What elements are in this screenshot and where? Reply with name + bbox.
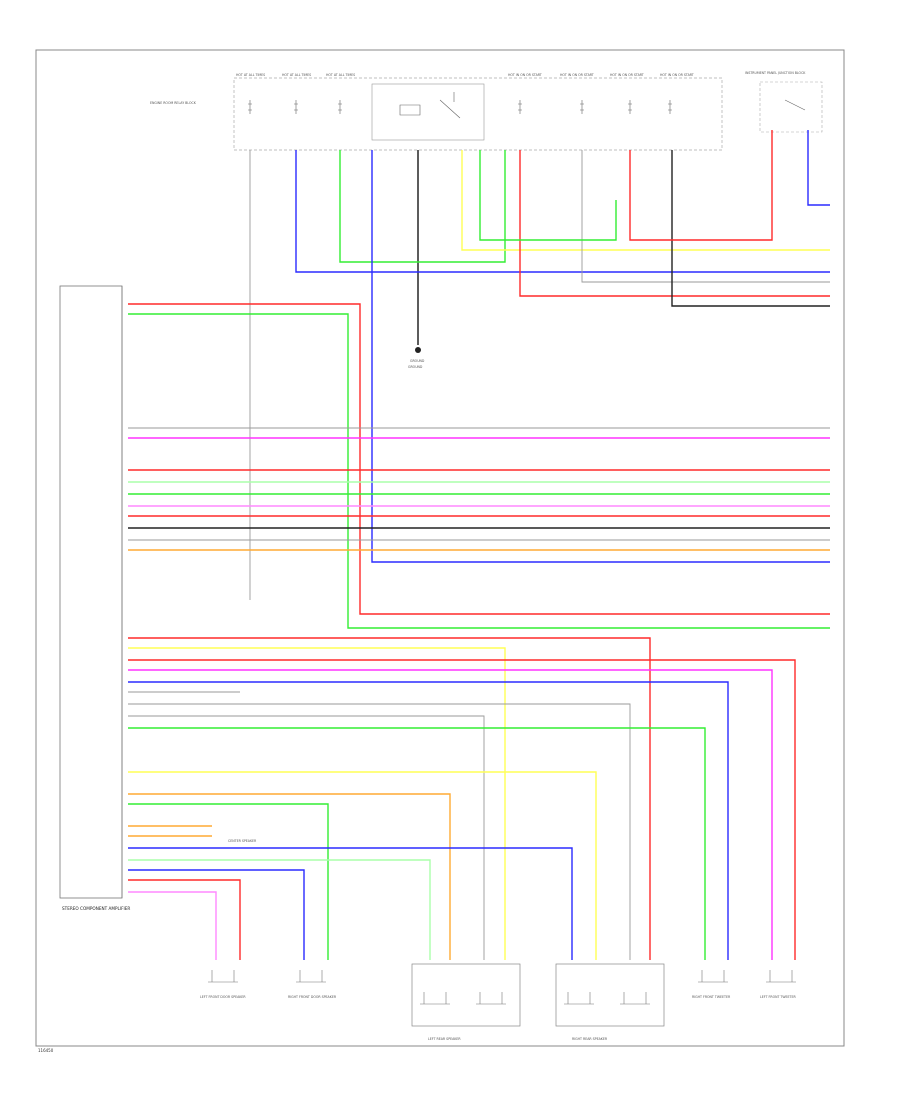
wire-red-3	[519, 150, 830, 297]
amplifier-label: STEREO COMPONENT AMPLIFIER	[62, 906, 130, 911]
relay-box	[371, 83, 485, 141]
wire-gray-4	[581, 150, 830, 283]
amplifier-box	[59, 285, 123, 899]
speaker-symbol-rr-b	[620, 992, 650, 1005]
wire-gray-30	[128, 715, 485, 960]
wire-green-31	[128, 727, 706, 960]
wire-magenta-26	[128, 669, 773, 960]
right-rear-speaker-box	[555, 963, 665, 1027]
junction-label: INSTRUMENT PANEL JUNCTION BLOCK	[745, 71, 806, 75]
wire-orange-33	[128, 793, 451, 960]
wire-red-40	[128, 879, 241, 960]
fuse-symbol-6	[628, 100, 632, 114]
footer-code: 116450	[38, 1048, 54, 1053]
wire-red-6	[629, 130, 773, 241]
wire-green-1	[339, 150, 506, 263]
fuse-symbol-3	[338, 100, 342, 114]
junction-box	[759, 81, 823, 133]
wire-yellow-32	[128, 771, 597, 960]
speaker-label-left-rear: LEFT REAR SPEAKER	[428, 1037, 461, 1041]
wire-gray-29	[128, 703, 631, 960]
wire-green-34	[128, 803, 329, 960]
wire-yellow-24	[128, 647, 506, 960]
speaker-label-right-tweeter: RIGHT FRONT TWEETER	[692, 995, 731, 999]
wire-blue-7	[807, 130, 830, 206]
wire-red-23	[128, 637, 651, 960]
fuse-box-outline	[233, 77, 723, 151]
fuse-symbols	[248, 92, 806, 119]
fuse-label-3: HOT AT ALL TIMES	[326, 73, 355, 77]
fuse-label-7: HOT IN ON OR START	[660, 73, 694, 77]
wire-blue-0	[295, 150, 830, 273]
wires	[128, 130, 830, 960]
fuse-label-5: HOT IN ON OR START	[560, 73, 594, 77]
speaker-symbol-lr-a	[420, 992, 450, 1005]
wire-yellow-2	[461, 150, 830, 251]
wire-green-8	[479, 150, 617, 241]
tweeter-symbol-lf	[766, 970, 796, 983]
fuse-label-2: HOT AT ALL TIMES	[282, 73, 311, 77]
wire-blue-37	[128, 847, 573, 960]
switch-symbol	[784, 99, 806, 111]
speaker-symbol-rf	[296, 970, 326, 983]
fuse-symbol-1	[248, 100, 252, 114]
wire-blue-39	[128, 869, 305, 960]
speaker-symbol-lr-b	[476, 992, 506, 1005]
speaker-label-right-front: RIGHT FRONT DOOR SPEAKER	[288, 995, 337, 999]
fuse-symbol-7	[668, 100, 672, 114]
wire-pink-41	[128, 891, 217, 960]
speaker-label-right-rear: RIGHT REAR SPEAKER	[572, 1037, 608, 1041]
wire-blue-27	[128, 681, 729, 960]
fuse-label-6: HOT IN ON OR START	[610, 73, 644, 77]
ground-label: GROUND	[410, 359, 425, 363]
wire-blue-10	[371, 150, 830, 563]
speaker-label-left-front: LEFT FRONT DOOR SPEAKER	[200, 995, 246, 999]
wire-red-25	[128, 659, 796, 960]
fuse-symbol-4	[518, 100, 522, 114]
fuse-symbol-5	[580, 100, 584, 114]
fuse-labels: HOT AT ALL TIMES HOT AT ALL TIMES HOT AT…	[236, 73, 694, 77]
left-rear-speaker-box	[411, 963, 521, 1027]
speaker-symbol-lf	[208, 970, 238, 983]
fuse-label-1: HOT AT ALL TIMES	[236, 73, 265, 77]
fuse-label-4: HOT IN ON OR START	[508, 73, 542, 77]
diagram-frame	[35, 49, 845, 1047]
ground-label-2: GROUND	[408, 365, 423, 369]
speaker-symbols	[208, 970, 796, 1005]
speaker-symbol-rr-a	[564, 992, 594, 1005]
fuse-symbol-2	[294, 100, 298, 114]
speaker-label-left-tweeter: LEFT FRONT TWEETER	[760, 995, 797, 999]
relay-symbol	[399, 92, 461, 119]
engine-room-box-label: ENGINE ROOM RELAY BLOCK	[150, 101, 197, 105]
tweeter-symbol-rf	[698, 970, 728, 983]
ground-symbol: GROUND GROUND	[408, 150, 425, 369]
wire-lightgreen-38	[128, 859, 431, 960]
wire-black-5	[671, 150, 830, 307]
wire-green-12	[128, 313, 830, 629]
wire-red-11	[128, 303, 830, 615]
center-speaker-label: CENTER SPEAKER	[228, 839, 257, 843]
